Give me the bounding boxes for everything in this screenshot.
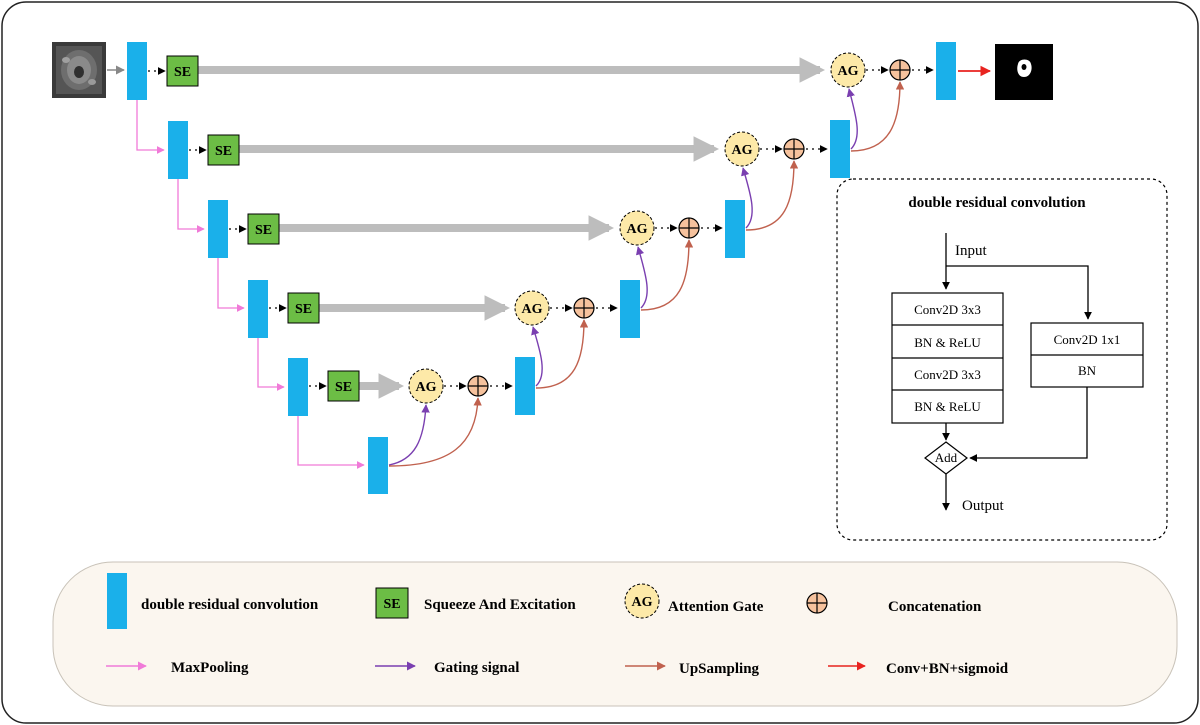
shortcut-to-add-line xyxy=(969,387,1088,462)
decoder-block-3 xyxy=(725,200,745,258)
encoder-block-5 xyxy=(288,358,308,416)
concat-node-5 xyxy=(467,375,489,397)
gating-signal-5 xyxy=(846,88,858,150)
encoder-block-1 xyxy=(127,42,147,100)
bn-relu-layer: BN & ReLU xyxy=(914,399,981,414)
se-block-5: SE xyxy=(327,370,360,402)
shortcut-branch-line xyxy=(946,265,1092,320)
attention-gate-3: AG xyxy=(619,210,655,246)
se-label: SE xyxy=(335,380,352,395)
add-node: Add xyxy=(924,441,968,475)
upsampling-4 xyxy=(745,160,799,231)
ag-label: AG xyxy=(522,302,543,317)
upsampling-3 xyxy=(640,239,694,311)
concat-node-4 xyxy=(573,297,595,319)
legend-drc-label: double residual convolution xyxy=(141,597,319,613)
gating-signal-2 xyxy=(531,326,543,387)
se-block-3: SE xyxy=(247,213,280,245)
encoder-block-4 xyxy=(248,280,268,338)
bn-layer: BN xyxy=(1078,363,1097,378)
legend-upsampling-label: UpSampling xyxy=(679,661,760,677)
attention-gate-1: AG xyxy=(830,52,866,88)
legend-ag-swatch: AG xyxy=(624,583,660,619)
output-label: Output xyxy=(962,498,1005,514)
concat-node-1 xyxy=(889,59,911,81)
se-block-1: SE xyxy=(166,55,199,87)
conv3x3-layer: Conv2D 3x3 xyxy=(914,302,981,317)
gating-signal-1 xyxy=(388,404,430,466)
maxpool-arrow-2 xyxy=(177,179,205,233)
upsampling-1 xyxy=(388,397,482,467)
upsampling-2 xyxy=(535,319,589,389)
ag-label: AG xyxy=(627,222,648,237)
attention-gate-4: AG xyxy=(514,290,550,326)
legend-concat-label: Concatenation xyxy=(888,599,982,615)
bn-relu-layer: BN & ReLU xyxy=(914,335,981,350)
se-label: SE xyxy=(215,144,232,159)
maxpool-arrow-3 xyxy=(217,258,245,312)
legend-maxpool-label: MaxPooling xyxy=(171,660,249,676)
decoder-block-1 xyxy=(515,357,535,415)
se-label: SE xyxy=(174,65,191,80)
conv3x3-layer: Conv2D 3x3 xyxy=(914,367,981,382)
se-block-4: SE xyxy=(287,292,320,324)
legend-ag-label: Attention Gate xyxy=(668,599,764,615)
decoder-block-2 xyxy=(620,280,640,338)
shortcut-branch-stack: Conv2D 1x1 BN xyxy=(1030,322,1144,388)
legend-panel xyxy=(52,561,1178,707)
maxpool-arrow-1 xyxy=(136,100,165,154)
legend-se-swatch: SE xyxy=(375,587,409,619)
legend-se-label: Squeeze And Excitation xyxy=(424,597,576,613)
main-branch-stack: Conv2D 3x3 BN & ReLU Conv2D 3x3 BN & ReL… xyxy=(891,292,1004,424)
attention-gate-2: AG xyxy=(724,131,760,167)
legend-concat-swatch xyxy=(806,592,828,614)
encoder-block-3 xyxy=(208,200,228,258)
se-label: SE xyxy=(255,223,272,238)
decoder-block-5 xyxy=(936,42,956,100)
attention-gate-5: AG xyxy=(408,368,444,404)
se-label: SE xyxy=(295,302,312,317)
gating-signal-3 xyxy=(635,246,648,309)
bottleneck-block xyxy=(368,437,388,494)
se-block-2: SE xyxy=(207,134,240,166)
legend-drc-swatch xyxy=(107,573,127,629)
concat-node-3 xyxy=(678,217,700,239)
concat-node-2 xyxy=(783,138,805,160)
encoder-block-2 xyxy=(168,121,188,179)
ag-label: AG xyxy=(732,143,753,158)
ag-label: AG xyxy=(416,380,437,395)
gating-signal-4 xyxy=(741,167,753,229)
legend-ag-icon: AG xyxy=(632,595,653,610)
legend-output-conv-label: Conv+BN+sigmoid xyxy=(886,661,1009,677)
maxpool-arrow-4 xyxy=(257,338,285,391)
output-mask-image xyxy=(995,44,1053,100)
ag-label: AG xyxy=(838,64,859,79)
maxpool-arrow-5 xyxy=(297,416,365,469)
input-label: Input xyxy=(955,243,987,259)
conv1x1-layer: Conv2D 1x1 xyxy=(1054,332,1121,347)
legend-se-icon: SE xyxy=(383,597,400,612)
add-label: Add xyxy=(935,450,958,465)
upsampling-5 xyxy=(850,81,905,152)
input-image xyxy=(52,42,106,98)
inset-title: double residual convolution xyxy=(908,195,1086,211)
legend-gating-label: Gating signal xyxy=(434,660,519,676)
decoder-block-4 xyxy=(830,120,850,178)
